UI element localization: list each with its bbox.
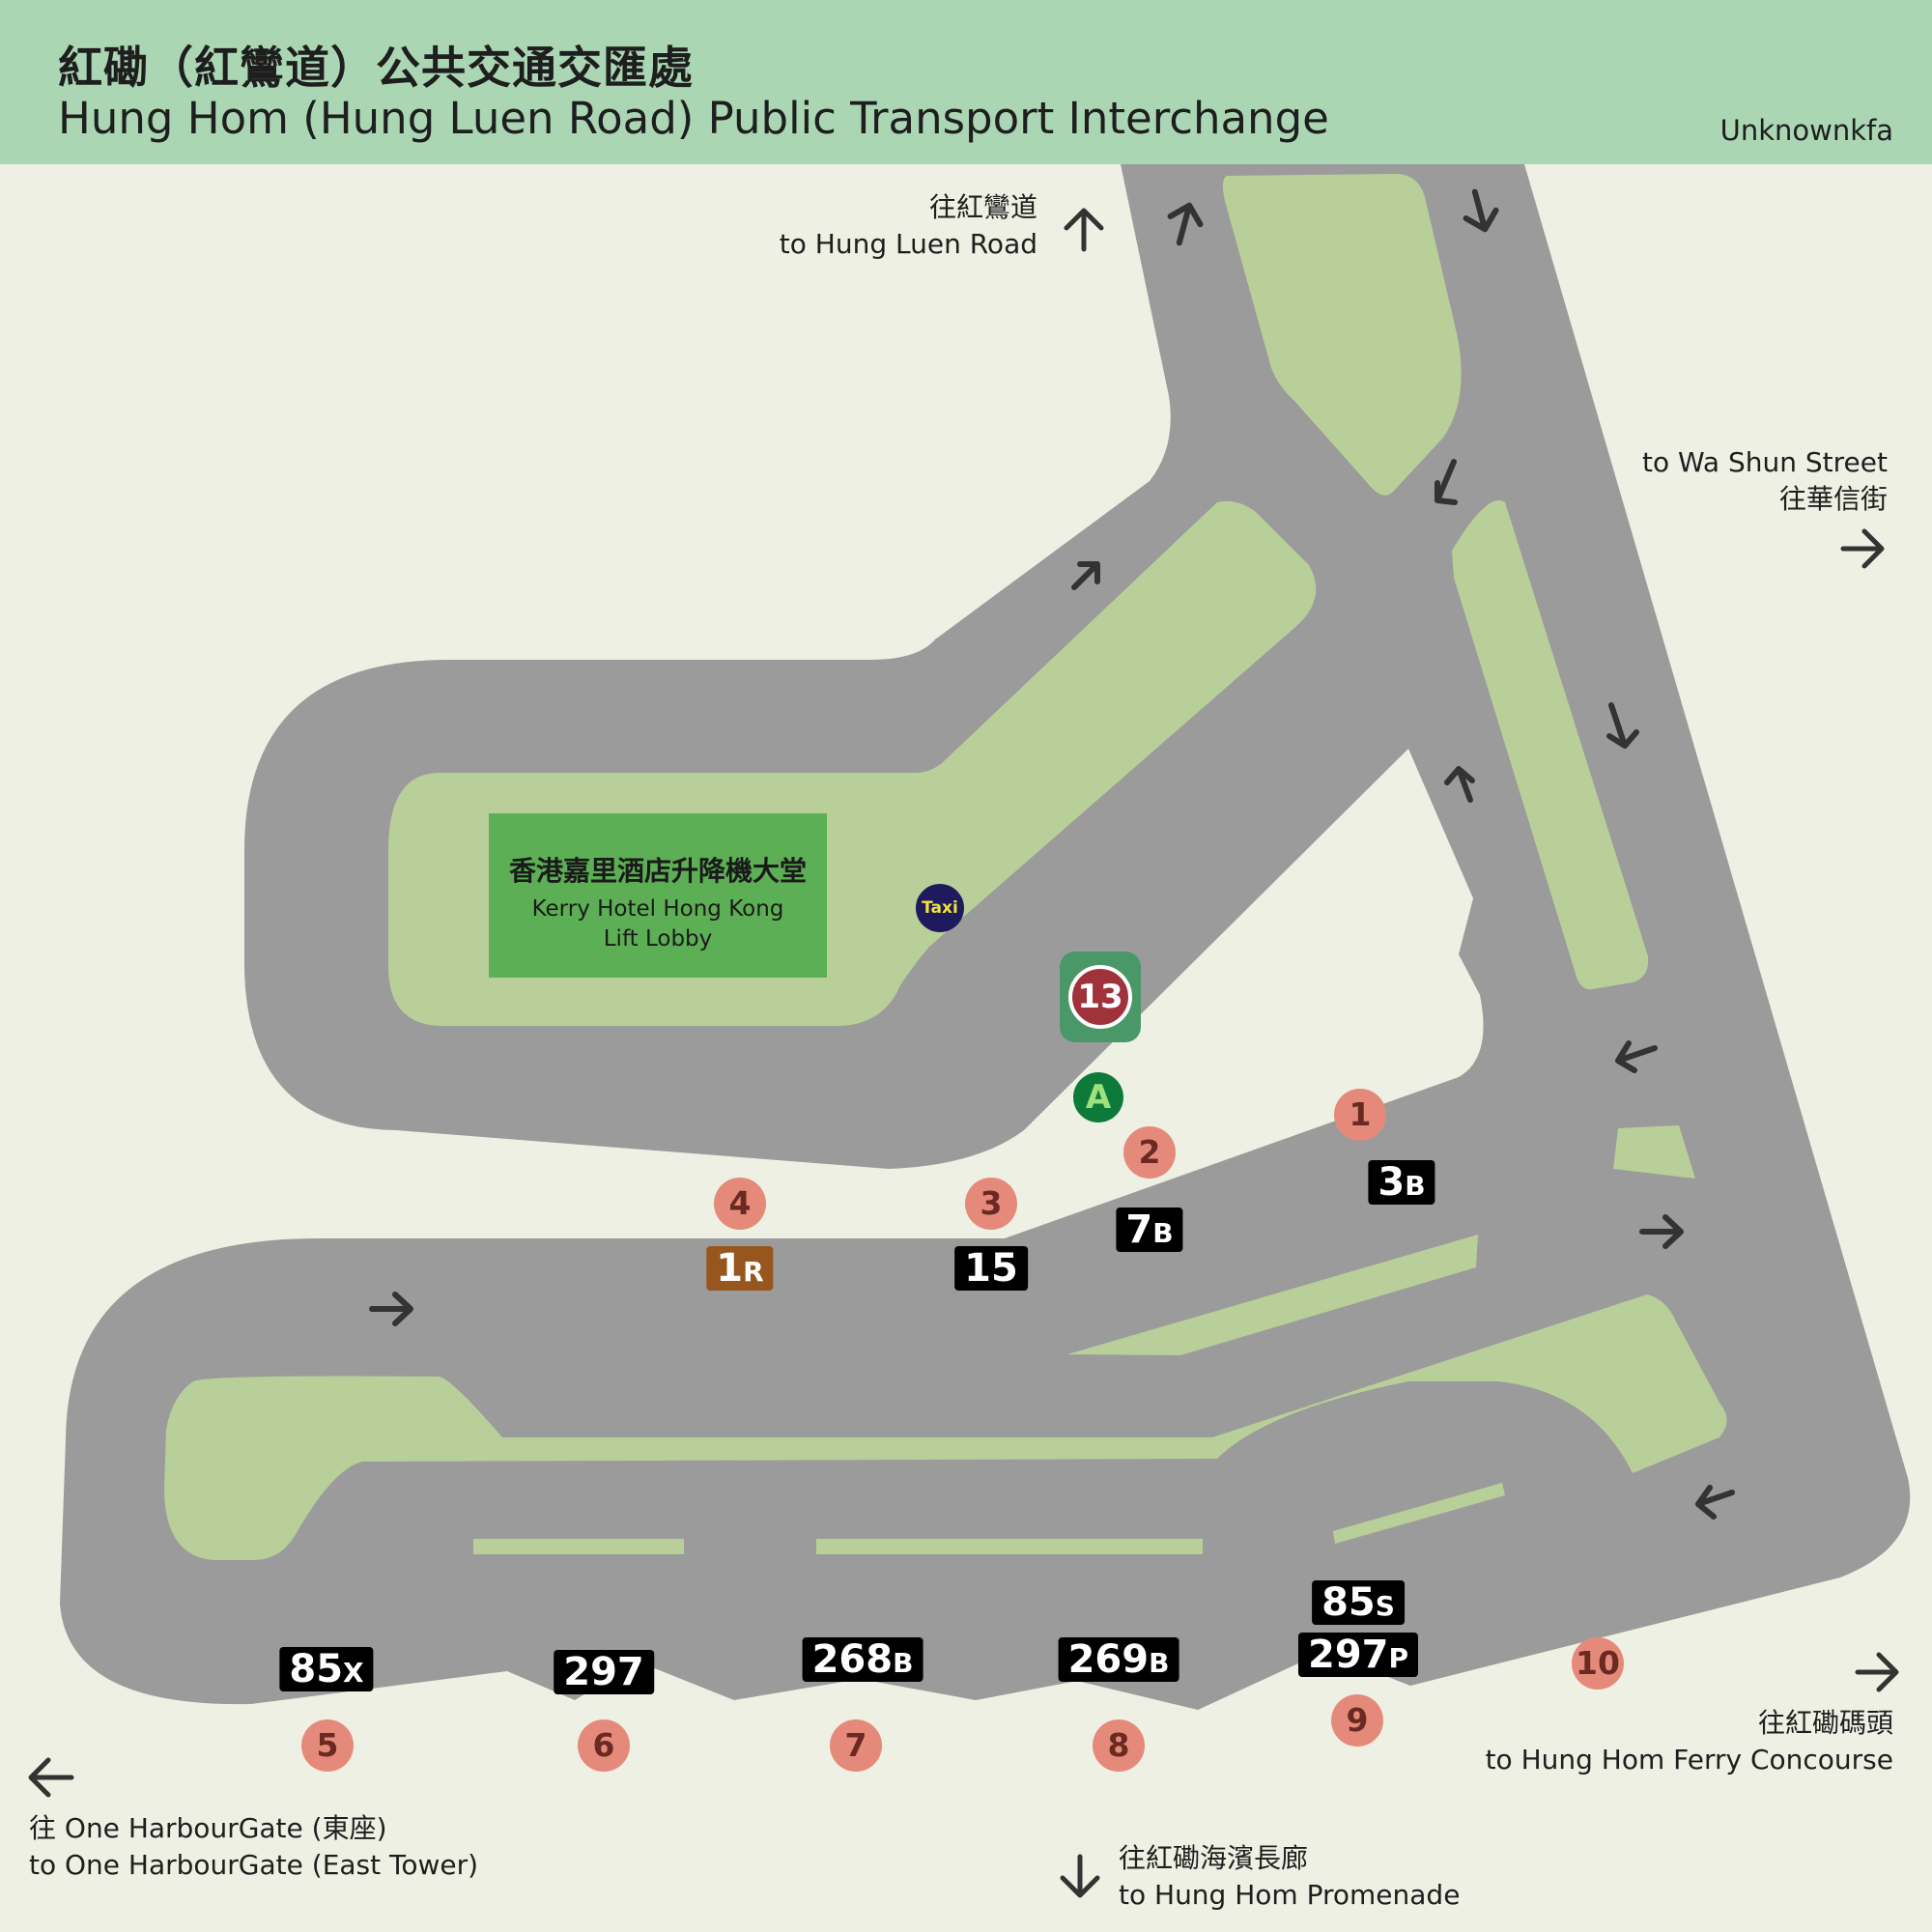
lobby-name-en-line1: Kerry Hotel Hong Kong <box>531 896 784 922</box>
route-badge: 269B <box>1058 1637 1179 1682</box>
route-number: 3 <box>1378 1160 1406 1205</box>
road-arrow-icon <box>1444 766 1475 803</box>
arrow-up-icon <box>1064 208 1104 252</box>
mtr-exit-icon: A <box>1073 1072 1123 1122</box>
route-number: 269 <box>1067 1637 1150 1682</box>
route-badge: 297P <box>1297 1633 1419 1677</box>
stop-number: 8 <box>1093 1719 1145 1772</box>
route-number: 1 <box>716 1246 744 1291</box>
destination-wa-shun-street: to Wa Shun Street 往華信街 <box>1642 444 1888 518</box>
taxi-icon: Taxi <box>916 884 964 932</box>
road-arrow-icon <box>369 1292 413 1326</box>
route-number: 85 <box>1321 1580 1376 1625</box>
route-suffix: B <box>1149 1647 1170 1679</box>
destination-ferry-concourse: 往紅磡碼頭 to Hung Hom Ferry Concourse <box>1486 1705 1893 1778</box>
destination-one-harbourgate: 往 One HarbourGate (東座) to One HarbourGat… <box>29 1810 478 1884</box>
destination-en: to Wa Shun Street <box>1642 446 1888 478</box>
destination-zh: 往紅磡碼頭 <box>1757 1707 1893 1739</box>
destination-en: to Hung Hom Ferry Concourse <box>1485 1744 1893 1776</box>
road-arrow-icon <box>1435 459 1458 505</box>
route-suffix: X <box>343 1657 364 1689</box>
route-badge: 85X <box>279 1647 374 1691</box>
stop-number: 7 <box>830 1719 882 1772</box>
arrow-right-icon <box>1840 528 1885 569</box>
island-middle-wedge <box>1067 1235 1478 1355</box>
island-east-strip <box>1452 500 1649 990</box>
route-badge: 7B <box>1116 1208 1183 1252</box>
stop-number: 5 <box>301 1719 354 1772</box>
title-chinese: 紅磡（紅鸞道）公共交通交匯處 <box>58 42 694 94</box>
destination-zh: 往紅鸞道 <box>928 191 1037 223</box>
route-number: 297 <box>1307 1633 1389 1677</box>
stop-number: 9 <box>1331 1694 1383 1747</box>
destination-zh: 往紅磡海濱長廊 <box>1119 1842 1309 1874</box>
destination-en: to Hung Hom Promenade <box>1119 1879 1461 1911</box>
stop-number: 10 <box>1572 1637 1624 1690</box>
route-number: 15 <box>964 1246 1018 1291</box>
road-arrow-icon <box>1167 202 1204 246</box>
lobby-name-zh: 香港嘉里酒店升降機大堂 <box>508 855 807 887</box>
destination-zh: 往華信街 <box>1778 483 1888 515</box>
route-suffix: R <box>743 1256 764 1288</box>
route-suffix: B <box>1405 1170 1426 1202</box>
road-network <box>60 164 1911 1710</box>
lobby-name-en: Kerry Hotel Hong Kong Lift Lobby <box>489 895 827 954</box>
stop-number: 6 <box>578 1719 630 1772</box>
road-arrow-icon <box>1606 702 1639 749</box>
island-north-a <box>1222 174 1462 496</box>
traffic-arrows <box>369 188 1735 1520</box>
destination-en: to Hung Luen Road <box>779 228 1037 260</box>
arrow-right-icon <box>1855 1652 1899 1692</box>
route-suffix: B <box>893 1647 914 1679</box>
mtr-line-number: 13 <box>1068 965 1132 1029</box>
header-band <box>0 0 1932 164</box>
route-badge: 3B <box>1368 1160 1435 1205</box>
median-strip-3 <box>1333 1483 1505 1544</box>
lobby-name-en-line2: Lift Lobby <box>603 926 713 952</box>
road-arrow-icon <box>1615 1040 1658 1073</box>
kerry-hotel-lift-lobby: 香港嘉里酒店升降機大堂 Kerry Hotel Hong Kong Lift L… <box>489 813 827 978</box>
route-number: 268 <box>811 1637 894 1682</box>
destination-zh: 往 One HarbourGate (東座) <box>29 1812 387 1844</box>
destination-promenade: 往紅磡海濱長廊 to Hung Hom Promenade <box>1119 1840 1460 1914</box>
route-suffix: B <box>1152 1217 1174 1249</box>
island-south-long <box>164 1294 1727 1560</box>
road-arrow-icon <box>1071 561 1100 590</box>
stop-number: 1 <box>1334 1089 1386 1141</box>
median-strip-2 <box>816 1539 1203 1554</box>
route-badge: 85S <box>1312 1580 1405 1625</box>
route-number: 85 <box>289 1647 344 1691</box>
author-credit: Unknownkfa <box>1719 114 1893 147</box>
destination-hung-luen-road: 往紅鸞道 to Hung Luen Road <box>780 189 1037 263</box>
destination-en: to One HarbourGate (East Tower) <box>29 1849 479 1881</box>
stop-number: 3 <box>965 1178 1017 1230</box>
destination-arrows <box>28 208 1899 1898</box>
stop-number: 4 <box>714 1178 766 1230</box>
road-arrow-icon <box>1639 1214 1684 1249</box>
route-number: 7 <box>1125 1208 1153 1252</box>
arrow-down-icon <box>1060 1854 1100 1898</box>
title-english: Hung Hom (Hung Luen Road) Public Transpo… <box>58 93 1329 144</box>
median-strip-1 <box>473 1539 684 1554</box>
mtr-station-icon: 13 <box>1060 952 1141 1042</box>
road-arrow-icon <box>1695 1485 1735 1520</box>
route-suffix: S <box>1375 1590 1395 1622</box>
route-suffix: P <box>1388 1642 1409 1674</box>
island-small-east <box>1613 1125 1695 1179</box>
stop-number: 2 <box>1123 1126 1176 1179</box>
route-badge: 15 <box>954 1246 1028 1291</box>
route-badge: 1R <box>706 1246 774 1291</box>
route-badge: 268B <box>802 1637 923 1682</box>
arrow-left-icon <box>28 1757 74 1798</box>
route-number: 297 <box>563 1650 644 1694</box>
route-badge: 297 <box>554 1650 654 1694</box>
road-arrow-icon <box>1463 188 1499 233</box>
northern-road <box>60 164 1911 1710</box>
